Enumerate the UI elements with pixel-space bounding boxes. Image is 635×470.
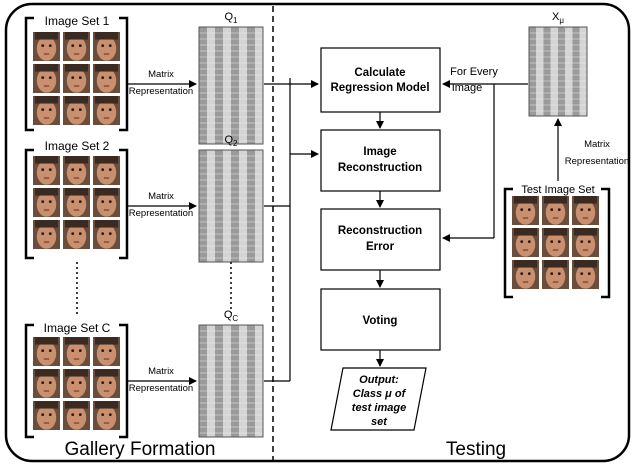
image-label: Image <box>452 82 483 94</box>
image-set-c-faces <box>33 337 120 430</box>
svg-text:Calculate: Calculate <box>354 67 405 79</box>
face-thumbnail <box>93 64 120 93</box>
image-set-1: Image Set 1 <box>24 12 129 132</box>
matrix-q1 <box>198 26 264 145</box>
face-thumbnail <box>33 401 60 430</box>
face-thumbnail <box>33 32 60 61</box>
image-set-1-faces <box>33 32 120 125</box>
face-thumbnail <box>63 32 90 61</box>
matrix-arrow-2: Matrix Representation <box>128 191 197 219</box>
representation-label-c: Representation <box>129 383 193 394</box>
face-thumbnail <box>63 337 90 366</box>
face-thumbnail <box>63 156 90 185</box>
face-thumbnail <box>93 188 120 217</box>
face-thumbnail <box>542 196 569 225</box>
face-thumbnail <box>63 64 90 93</box>
testing-caption: Testing <box>446 439 506 460</box>
matrix-qc-label: QC <box>224 309 239 323</box>
matrix-arrow-1: Matrix Representation <box>128 69 197 97</box>
for-every-label: For Every <box>450 66 498 78</box>
matrix-label-2: Matrix <box>148 191 174 202</box>
test-image-set-faces <box>512 196 599 289</box>
representation-label-2: Representation <box>129 208 193 219</box>
matrix-x-mu <box>528 26 588 117</box>
test-representation-label: Representation <box>565 156 629 167</box>
face-thumbnail <box>512 228 539 257</box>
face-thumbnail <box>33 220 60 249</box>
face-thumbnail <box>542 228 569 257</box>
svg-text:Class μ of: Class μ of <box>353 388 407 400</box>
image-set-2: Image Set 2 <box>24 137 129 260</box>
face-thumbnail <box>63 188 90 217</box>
image-set-2-faces <box>33 156 120 249</box>
svg-text:test image: test image <box>352 402 406 414</box>
face-thumbnail <box>572 196 599 225</box>
matrix-label-c: Matrix <box>148 366 174 377</box>
output-node: Output: Class μ of test image set <box>330 367 427 431</box>
face-thumbnail <box>93 156 120 185</box>
face-thumbnail <box>572 260 599 289</box>
svg-text:Regression Model: Regression Model <box>330 82 429 94</box>
svg-text:Error: Error <box>366 241 395 253</box>
matrix-x-mu-label: Xμ <box>552 11 564 25</box>
face-thumbnail <box>93 96 120 125</box>
face-thumbnail <box>33 156 60 185</box>
face-thumbnail <box>63 401 90 430</box>
face-thumbnail <box>33 64 60 93</box>
face-thumbnail <box>572 228 599 257</box>
representation-label-1: Representation <box>129 86 193 97</box>
face-thumbnail <box>512 260 539 289</box>
svg-text:Reconstruction: Reconstruction <box>338 225 422 237</box>
test-image-set: Test Image Set <box>503 181 611 299</box>
test-connectors <box>442 80 562 242</box>
image-set-1-title: Image Set 1 <box>45 14 110 28</box>
face-thumbnail <box>63 96 90 125</box>
face-thumbnail <box>33 96 60 125</box>
image-set-c-title: Image Set C <box>44 321 111 335</box>
svg-text:Reconstruction: Reconstruction <box>338 162 422 174</box>
gallery-formation-caption: Gallery Formation <box>65 439 216 460</box>
svg-text:set: set <box>371 416 388 428</box>
outer-frame <box>4 2 631 463</box>
matrix-q2 <box>198 149 264 263</box>
face-thumbnail <box>93 220 120 249</box>
face-thumbnail <box>33 337 60 366</box>
face-thumbnail <box>512 196 539 225</box>
image-set-c: Image Set C <box>24 319 129 439</box>
matrix-q1-label: Q1 <box>224 11 238 25</box>
svg-text:Voting: Voting <box>363 315 398 327</box>
face-thumbnail <box>33 369 60 398</box>
face-thumbnail <box>542 260 569 289</box>
matrix-label-1: Matrix <box>148 69 174 80</box>
svg-text:Image: Image <box>363 146 396 158</box>
face-thumbnail <box>33 188 60 217</box>
face-thumbnail <box>63 220 90 249</box>
test-matrix-label: Matrix <box>584 139 610 150</box>
face-thumbnail <box>93 32 120 61</box>
matrix-qc <box>198 324 264 438</box>
face-thumbnail <box>93 401 120 430</box>
step-voting: Voting <box>320 288 441 351</box>
step-image-reconstruction: Image Reconstruction <box>320 129 441 192</box>
face-thumbnail <box>63 369 90 398</box>
gallery-connectors <box>264 78 319 382</box>
step-reconstruction-error: Reconstruction Error <box>320 208 441 271</box>
matrix-arrow-c: Matrix Representation <box>128 366 197 394</box>
svg-text:Output:: Output: <box>359 374 399 386</box>
step-calculate-regression: Calculate Regression Model <box>320 47 441 113</box>
face-thumbnail <box>93 337 120 366</box>
test-image-set-title: Test Image Set <box>521 184 594 196</box>
image-set-2-title: Image Set 2 <box>45 139 110 153</box>
face-thumbnail <box>93 369 120 398</box>
